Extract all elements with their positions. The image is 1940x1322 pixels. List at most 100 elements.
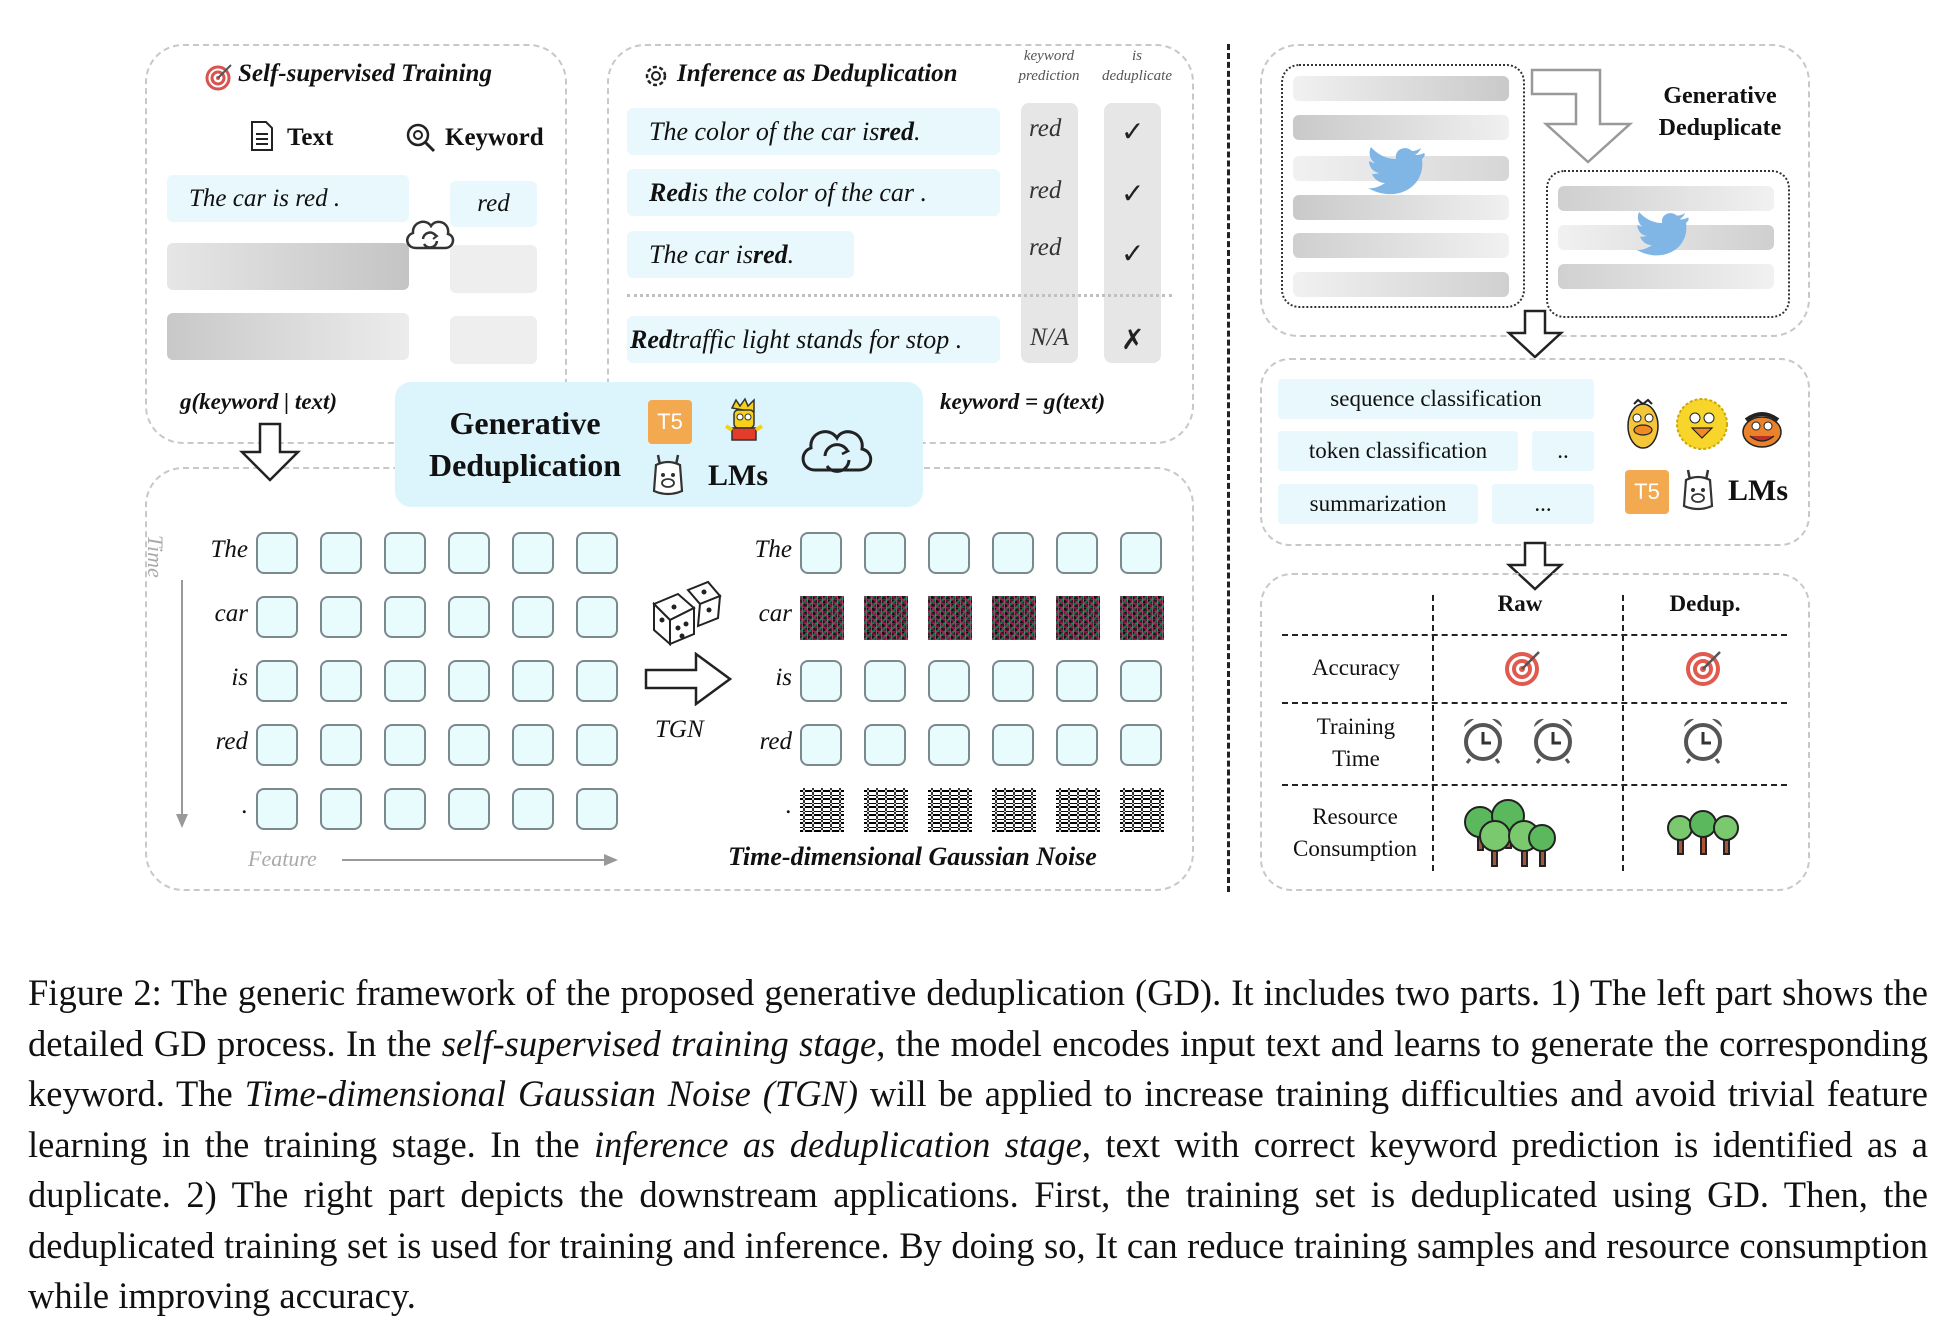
tgn-label: TGN — [655, 716, 704, 743]
feature-cell — [992, 532, 1034, 574]
task-tag: ... — [1492, 484, 1594, 524]
lms-label: LMs — [1728, 474, 1788, 507]
feature-cell — [384, 788, 426, 830]
down-arrow-icon — [238, 422, 302, 482]
is-deduplicate-line2: deduplicate — [1102, 68, 1172, 84]
gaussian-noise-cell — [864, 596, 908, 640]
caption-italic: self-supervised training stage — [441, 1022, 877, 1064]
cloud-sync-icon — [406, 220, 455, 250]
feature-cell — [512, 660, 554, 702]
training-formula: g(keyword | text) — [180, 389, 338, 414]
feature-cell — [384, 532, 426, 574]
data-row — [1293, 115, 1509, 140]
llama-icon — [1682, 469, 1714, 511]
training-sentence: The car is red . — [167, 175, 409, 222]
keyword-prediction-line1: keyword — [1023, 48, 1075, 64]
feature-cell — [384, 596, 426, 638]
right-arrow-icon — [644, 652, 732, 706]
feature-cell — [928, 532, 970, 574]
cloud-sync-icon — [801, 430, 873, 473]
token-label: red — [759, 728, 792, 755]
feature-cell — [1120, 532, 1162, 574]
resource-line2: Consumption — [1293, 836, 1417, 861]
feature-cell — [1120, 660, 1162, 702]
data-row — [1293, 272, 1509, 297]
feature-cell — [928, 660, 970, 702]
table-hline — [1282, 634, 1787, 636]
gaussian-noise-cell — [928, 596, 972, 640]
generative-deduplicate-line1: Generative — [1663, 83, 1777, 109]
feature-cell — [320, 788, 362, 830]
feature-cell — [864, 724, 906, 766]
task-tag: .. — [1532, 431, 1594, 471]
feature-cell — [256, 660, 298, 702]
inference-title: Inference as Deduplication — [677, 60, 958, 87]
gaussian-noise-cell — [800, 788, 844, 832]
inference-sentence-pre: The color of the car is — [649, 116, 880, 146]
inference-sentence-pre: The car is — [649, 239, 753, 269]
feature-cell — [576, 788, 618, 830]
training-time-line2: Time — [1332, 746, 1380, 771]
gaussian-noise-cell — [1120, 788, 1164, 832]
training-keyword-text: red — [477, 190, 510, 217]
feature-cell — [576, 660, 618, 702]
generative-deduplicate-line2: Deduplicate — [1658, 115, 1782, 141]
table-hline — [1282, 784, 1787, 786]
raw-dataset — [1281, 64, 1525, 308]
panel-divider — [1227, 44, 1230, 892]
task-tag: sequence classification — [1278, 379, 1594, 419]
feature-cell — [320, 660, 362, 702]
feature-cell — [1056, 532, 1098, 574]
feature-cell — [256, 788, 298, 830]
prediction-value: red — [1029, 177, 1062, 204]
gaussian-noise-cell — [992, 596, 1036, 640]
training-panel — [145, 44, 567, 444]
inference-sentence-keyword: red — [753, 239, 788, 269]
training-time-row-label: Training Time — [1286, 711, 1426, 775]
feature-cell — [992, 724, 1034, 766]
deduplicated-dataset — [1546, 170, 1790, 318]
keyword-header: Keyword — [445, 124, 544, 151]
prediction-value: N/A — [1030, 324, 1069, 351]
inference-sentence-post: . — [914, 116, 921, 146]
feature-cell — [448, 532, 490, 574]
feature-cell — [320, 724, 362, 766]
feature-cell — [512, 596, 554, 638]
gaussian-noise-cell — [1120, 596, 1164, 640]
document-icon — [251, 121, 273, 151]
training-time-line1: Training — [1316, 714, 1396, 739]
prediction-value: red — [1029, 115, 1062, 142]
is-deduplicate-line1: is — [1131, 48, 1142, 64]
time-axis-label: Time — [143, 535, 168, 578]
feature-cell — [384, 660, 426, 702]
target-icon — [1686, 651, 1721, 686]
feature-cell — [992, 660, 1034, 702]
caption-text: will be applied to increase training dif… — [28, 1073, 1928, 1165]
table-vline — [1432, 595, 1434, 871]
keyword-search-icon — [406, 123, 436, 153]
masked-text-block — [167, 243, 409, 290]
bert-character-icon — [1627, 398, 1659, 449]
cross-mark: ✗ — [1121, 323, 1145, 356]
target-icon — [205, 64, 232, 91]
accuracy-row-label: Accuracy — [1311, 655, 1401, 680]
table-hline — [1282, 702, 1787, 704]
training-keyword: red — [450, 181, 537, 227]
masked-keyword-block — [450, 245, 537, 293]
training-title: Self-supervised Training — [238, 60, 492, 87]
twitter-bird-icon — [1636, 212, 1689, 256]
inference-sentence-post: is the color of the car . — [690, 177, 928, 207]
feature-cell — [512, 532, 554, 574]
inference-sentence-post: traffic light stands for stop . — [671, 324, 963, 354]
comparison-panel — [1260, 573, 1810, 891]
token-label: . — [785, 792, 792, 819]
feature-cell — [448, 724, 490, 766]
feature-cell — [800, 724, 842, 766]
feature-cell — [576, 724, 618, 766]
caption-italic: Time-dimensional Gaussian Noise (TGN) — [244, 1073, 859, 1114]
feature-cell — [256, 724, 298, 766]
gaussian-noise-cell — [1056, 788, 1100, 832]
noise-title: Time-dimensional Gaussian Noise — [728, 842, 1097, 871]
caption-italic: inference as deduplication stage — [594, 1123, 1082, 1165]
gaussian-noise-cell — [1056, 596, 1100, 640]
